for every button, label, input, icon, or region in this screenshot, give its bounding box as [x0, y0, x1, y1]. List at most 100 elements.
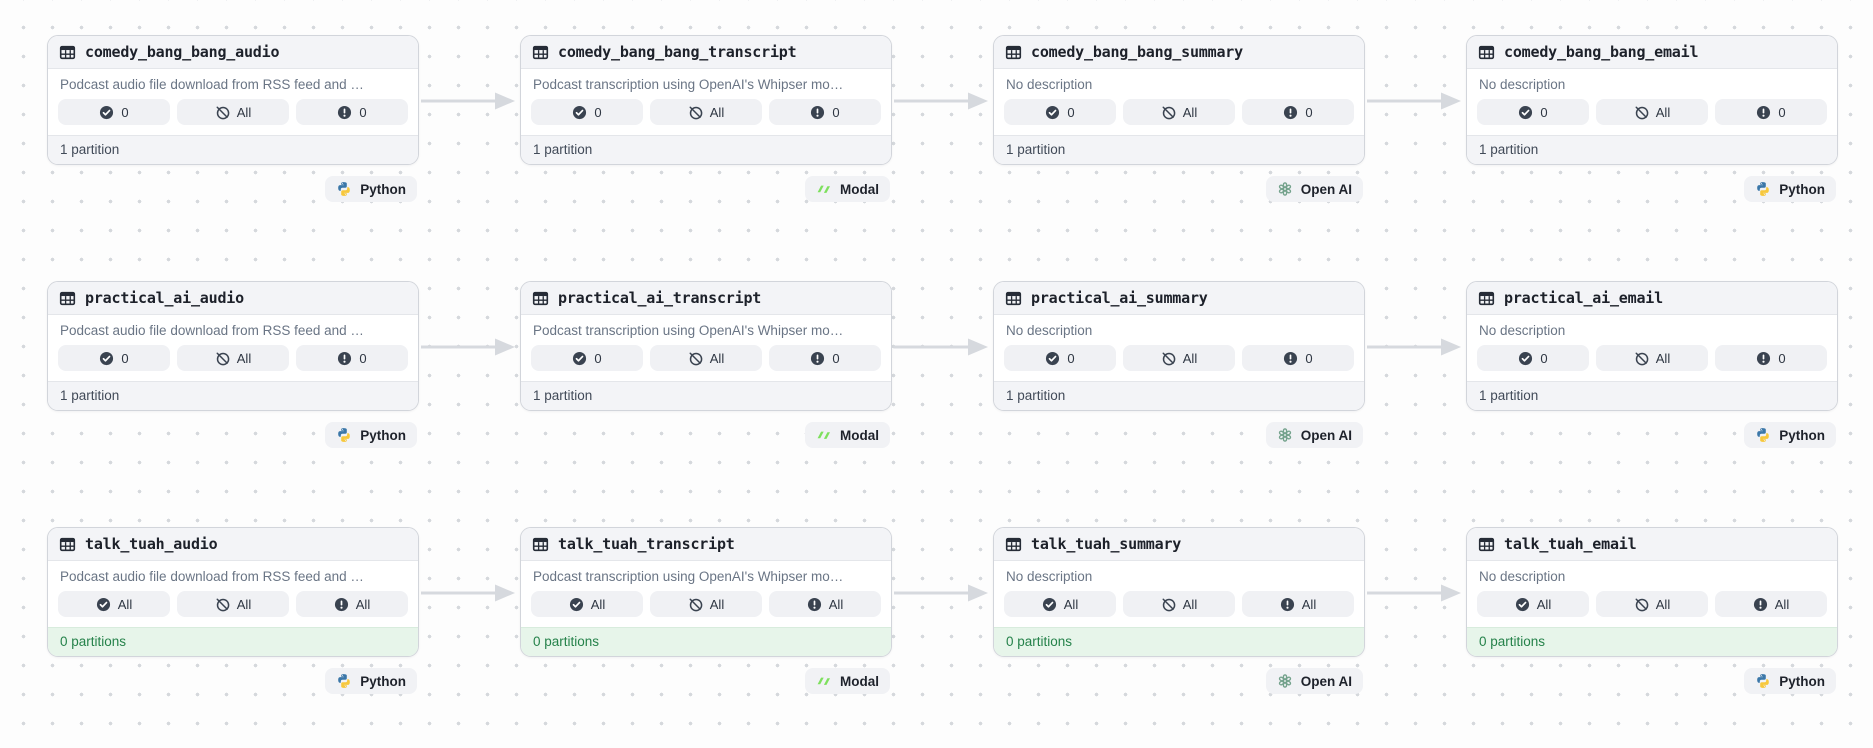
- asset-card-header: talk_tuah_audio: [48, 528, 418, 561]
- edge-arrow: [420, 336, 516, 358]
- missing-badge[interactable]: All: [177, 345, 289, 371]
- materialized-badge[interactable]: 0: [1004, 345, 1116, 371]
- materialized-badge[interactable]: 0: [58, 345, 170, 371]
- missing-badge[interactable]: All: [650, 99, 762, 125]
- asset-name: comedy_bang_bang_summary: [1031, 43, 1243, 61]
- slash-circle-icon: [1161, 105, 1176, 120]
- alert-circle-icon: [1283, 105, 1298, 120]
- check-circle-icon: [1045, 351, 1060, 366]
- check-circle-icon: [1042, 597, 1057, 612]
- table-icon: [59, 290, 76, 307]
- missing-count: All: [236, 596, 252, 612]
- compute-kind-tag[interactable]: Modal: [805, 176, 890, 202]
- failed-count: 0: [359, 104, 367, 120]
- compute-kind-tag[interactable]: Python: [1744, 668, 1836, 694]
- compute-kind-label: Modal: [840, 673, 879, 689]
- alert-circle-icon: [1756, 351, 1771, 366]
- materialized-count: All: [1063, 596, 1079, 612]
- alert-circle-icon: [1756, 105, 1771, 120]
- failed-badge[interactable]: 0: [769, 345, 881, 371]
- materialized-count: All: [590, 596, 606, 612]
- materialized-count: 0: [594, 350, 602, 366]
- asset-card[interactable]: comedy_bang_bang_audio Podcast audio fil…: [47, 35, 419, 165]
- asset-card[interactable]: talk_tuah_transcript Podcast transcripti…: [520, 527, 892, 657]
- compute-kind-tag[interactable]: Open AI: [1265, 176, 1363, 202]
- materialized-badge[interactable]: 0: [1477, 99, 1589, 125]
- asset-card[interactable]: comedy_bang_bang_transcript Podcast tran…: [520, 35, 892, 165]
- failed-badge[interactable]: All: [296, 591, 408, 617]
- slash-circle-icon: [1161, 351, 1176, 366]
- materialized-badge[interactable]: All: [531, 591, 643, 617]
- failed-badge[interactable]: 0: [1715, 345, 1827, 371]
- compute-kind-label: Python: [1779, 181, 1825, 197]
- materialized-count: 0: [121, 104, 129, 120]
- missing-count: All: [1182, 350, 1198, 366]
- failed-count: All: [828, 596, 844, 612]
- compute-kind-tag[interactable]: Python: [325, 668, 417, 694]
- failed-badge[interactable]: All: [769, 591, 881, 617]
- failed-badge[interactable]: 0: [1242, 99, 1354, 125]
- asset-description: Podcast audio file download from RSS fee…: [60, 323, 364, 338]
- missing-badge[interactable]: All: [1123, 99, 1235, 125]
- compute-kind-tag[interactable]: Open AI: [1265, 422, 1363, 448]
- materialized-badge[interactable]: All: [1477, 591, 1589, 617]
- missing-badge[interactable]: All: [1123, 345, 1235, 371]
- table-icon: [59, 536, 76, 553]
- partition-count: 1 partition: [1467, 381, 1837, 410]
- missing-badge[interactable]: All: [650, 345, 762, 371]
- asset-description: No description: [1006, 569, 1093, 584]
- asset-card[interactable]: practical_ai_transcript Podcast transcri…: [520, 281, 892, 411]
- compute-kind-label: Python: [360, 673, 406, 689]
- alert-circle-icon: [1753, 597, 1768, 612]
- compute-kind-tag[interactable]: Python: [325, 422, 417, 448]
- partition-count: 0 partitions: [521, 627, 891, 656]
- materialized-badge[interactable]: 0: [1477, 345, 1589, 371]
- failed-badge[interactable]: 0: [1715, 99, 1827, 125]
- asset-card[interactable]: talk_tuah_audio Podcast audio file downl…: [47, 527, 419, 657]
- compute-kind-tag[interactable]: Python: [325, 176, 417, 202]
- table-icon: [1005, 536, 1022, 553]
- asset-card[interactable]: practical_ai_audio Podcast audio file do…: [47, 281, 419, 411]
- asset-check-badges: 0 All 0: [1467, 345, 1837, 381]
- asset-check-badges: 0 All 0: [994, 345, 1364, 381]
- asset-card[interactable]: comedy_bang_bang_email No description 0 …: [1466, 35, 1838, 165]
- compute-kind-tag[interactable]: Modal: [805, 668, 890, 694]
- failed-badge[interactable]: 0: [296, 99, 408, 125]
- materialized-badge[interactable]: All: [1004, 591, 1116, 617]
- failed-badge[interactable]: All: [1715, 591, 1827, 617]
- asset-card[interactable]: practical_ai_email No description 0 All …: [1466, 281, 1838, 411]
- compute-kind-tag[interactable]: Python: [1744, 422, 1836, 448]
- missing-badge[interactable]: All: [1123, 591, 1235, 617]
- asset-card[interactable]: talk_tuah_summary No description All All…: [993, 527, 1365, 657]
- slash-circle-icon: [1634, 105, 1649, 120]
- compute-kind-tag[interactable]: Python: [1744, 176, 1836, 202]
- asset-check-badges: All All All: [994, 591, 1364, 627]
- asset-card[interactable]: talk_tuah_email No description All All A…: [1466, 527, 1838, 657]
- materialized-badge[interactable]: All: [58, 591, 170, 617]
- materialized-badge[interactable]: 0: [531, 345, 643, 371]
- materialized-badge[interactable]: 0: [531, 99, 643, 125]
- asset-card[interactable]: comedy_bang_bang_summary No description …: [993, 35, 1365, 165]
- failed-badge[interactable]: 0: [296, 345, 408, 371]
- materialized-badge[interactable]: 0: [58, 99, 170, 125]
- compute-kind-label: Modal: [840, 181, 879, 197]
- missing-badge[interactable]: All: [177, 591, 289, 617]
- failed-badge[interactable]: 0: [769, 99, 881, 125]
- failed-badge[interactable]: 0: [1242, 345, 1354, 371]
- compute-kind-tag[interactable]: Open AI: [1265, 668, 1363, 694]
- missing-badge[interactable]: All: [1596, 591, 1708, 617]
- failed-badge[interactable]: All: [1242, 591, 1354, 617]
- compute-kind-tag[interactable]: Modal: [805, 422, 890, 448]
- missing-count: All: [236, 104, 252, 120]
- missing-badge[interactable]: All: [1596, 345, 1708, 371]
- materialized-badge[interactable]: 0: [1004, 99, 1116, 125]
- asset-card-header: talk_tuah_transcript: [521, 528, 891, 561]
- asset-card[interactable]: practical_ai_summary No description 0 Al…: [993, 281, 1365, 411]
- compute-kind-label: Modal: [840, 427, 879, 443]
- missing-badge[interactable]: All: [1596, 99, 1708, 125]
- missing-badge[interactable]: All: [177, 99, 289, 125]
- missing-badge[interactable]: All: [650, 591, 762, 617]
- materialized-count: All: [117, 596, 133, 612]
- asset-check-badges: All All All: [1467, 591, 1837, 627]
